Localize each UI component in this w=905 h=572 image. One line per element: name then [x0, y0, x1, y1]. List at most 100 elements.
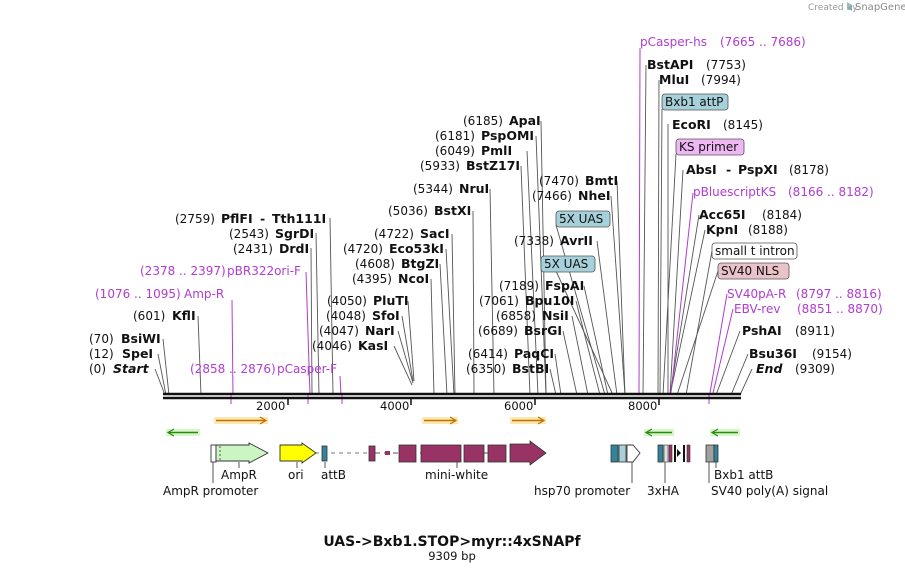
- orange-arrow-icon: [422, 416, 458, 425]
- site-name-spei: SpeI: [122, 346, 153, 361]
- site-pos-bstz17i: (5933): [420, 159, 460, 173]
- site-pos-apai: (6185): [463, 114, 503, 128]
- bxb1-attb-feature: [713, 444, 719, 463]
- site-name-sgrdi: SgrDI: [275, 226, 314, 241]
- primer-range-pcasper-f: (2858 .. 2876): [190, 362, 276, 376]
- mini-white-exon-5: [487, 444, 507, 463]
- site-pos-bstbi: (6350): [466, 362, 506, 376]
- site-pos-nhei: (7466): [532, 189, 572, 203]
- site-pos-sfoi: (4048): [326, 309, 366, 323]
- site-pos-spei: (12): [89, 347, 114, 361]
- bxb1-attp-feature: [657, 444, 664, 463]
- feature-label-hsp70-promoter: hsp70 promoter: [534, 484, 630, 498]
- site-name-nrui: NruI: [459, 181, 489, 196]
- primer-name-pcasper-hs: pCasper-hs: [640, 35, 707, 49]
- site-pos-kasi: (4046): [312, 339, 352, 353]
- ampr-promoter-feature: [210, 444, 217, 463]
- site-dash-pflfi: -: [260, 211, 265, 226]
- site-name-bpu10i: Bpu10I: [525, 293, 574, 308]
- site-pos-bsrgi: (6689): [478, 324, 518, 338]
- site-pos-sgrdi: (2543): [229, 227, 269, 241]
- site-pos-pflfi: (2759): [175, 212, 215, 226]
- primer-name-pbluescriptks: pBluescriptKS: [693, 185, 776, 199]
- feature-label-3xha: 3xHA: [647, 484, 680, 498]
- site-name-fspai: FspAI: [545, 278, 584, 293]
- site-name-acc65i: Acc65I: [699, 207, 746, 222]
- primer-name-pcasper-f: pCasper-F: [277, 362, 337, 376]
- site-pos-mlui: (7994): [701, 73, 741, 87]
- site-pos-ncoi: (4395): [352, 272, 392, 286]
- site-name-pluti: PluTI: [373, 293, 409, 308]
- primer-range-pcasper-hs: (7665 .. 7686): [720, 35, 806, 49]
- small-t-intron-box: [711, 242, 798, 260]
- uas-feature-2: [618, 444, 627, 463]
- ruler-tick-6000: 6000: [504, 399, 533, 413]
- site-name-end: End: [756, 361, 783, 376]
- site-name-bsiwi: BsiWI: [121, 331, 161, 346]
- mini-white-exon-4: [463, 444, 485, 463]
- mini-white-exon-2: [398, 444, 417, 463]
- uas-box-1: [555, 210, 611, 228]
- site-pos-pspxi: (8178): [789, 163, 829, 177]
- site-name-absi: AbsI: [686, 162, 717, 177]
- credit-brand: SnapGene: [855, 2, 905, 13]
- site-pos-bstapi: (7753): [706, 58, 746, 72]
- feature-label-ampr-promoter: AmpR promoter: [163, 484, 258, 498]
- sequence-backbone: [163, 392, 741, 405]
- site-pos-btgzi: (4608): [355, 257, 395, 271]
- site-name-avrii: AvrII: [560, 233, 593, 248]
- primer-range-pbluescriptks: (8166 .. 8182): [788, 185, 874, 199]
- site-name-bstapi: BstAPI: [647, 57, 693, 72]
- site-pos-bpu10i: (7061): [479, 294, 519, 308]
- ori-feature: [279, 442, 317, 464]
- primer-name-sv40pa-r: SV40pA-R: [727, 287, 786, 301]
- ruler-tick-2000: 2000: [256, 399, 285, 413]
- feature-label-ampr: AmpR: [221, 468, 257, 482]
- site-name-pmli: PmlI: [481, 143, 512, 158]
- site-pos-kfli: (601): [133, 309, 165, 323]
- site-pos-nsii: (6858): [496, 309, 536, 323]
- orange-arrow-icon: [214, 416, 268, 425]
- site-name-mlui: MluI: [659, 72, 689, 87]
- site-pos-acc65i: (8184): [762, 208, 802, 222]
- three-xha-feature: [668, 444, 673, 463]
- site-name-btgzi: BtgZI: [401, 256, 439, 271]
- site-pos-bsu36i: (9154): [812, 347, 852, 361]
- feature-label-sv40-polya: SV40 poly(A) signal: [711, 484, 828, 498]
- small-t-intron-label: small t intron: [715, 244, 795, 258]
- site-name-nhei: NheI: [578, 188, 611, 203]
- site-pos-end: (9309): [795, 362, 835, 376]
- site-name-kpni: KpnI: [706, 222, 738, 237]
- site-pos-bmti: (7470): [539, 174, 579, 188]
- site-pos-pluti: (4050): [327, 294, 367, 308]
- ruler-tick-4000: 4000: [380, 399, 409, 413]
- site-name-bstz17i: BstZ17I: [466, 158, 520, 173]
- site-name-bmti: BmtI: [585, 173, 618, 188]
- site-pos-eco53ki: (4720): [343, 242, 383, 256]
- feature-label-bxb1-attb: Bxb1 attB: [714, 468, 773, 482]
- site-pos-ecori: (8145): [723, 118, 763, 132]
- primer-name-pbr322ori-f: pBR322ori-F: [227, 264, 301, 278]
- site-pos-kpni: (8188): [748, 223, 788, 237]
- site-name-pflfi: PflFI: [221, 211, 253, 226]
- site-pos-paqci: (6414): [468, 347, 508, 361]
- site-pos-start: (0): [89, 362, 106, 376]
- feature-label-ori: ori: [288, 468, 304, 482]
- sv40-nls-box: [717, 262, 790, 280]
- site-name-paqci: PaqCI: [514, 346, 554, 361]
- site-pos-nari: (4047): [319, 324, 359, 338]
- site-pos-pshai: (8911): [795, 324, 835, 338]
- primer-arrows: [166, 416, 740, 437]
- green-arrow-icon: [710, 428, 740, 437]
- site-pos-drdi: (2431): [233, 242, 273, 256]
- primer-range-amp-r: (1076 .. 1095): [95, 287, 181, 301]
- primer-name-ebv-rev: EBV-rev: [734, 302, 780, 316]
- site-name-apai: ApaI: [509, 113, 541, 128]
- primer-range-pbr322ori-f: (2378 .. 2397): [140, 264, 226, 278]
- credit-prefix: Created by: [808, 3, 858, 13]
- bxb1-attp-box: [661, 93, 729, 111]
- site-name-eco53ki: Eco53kI: [389, 241, 444, 256]
- site-name-bsu36i: Bsu36I: [749, 346, 797, 361]
- site-name-saci: SacI: [420, 226, 450, 241]
- ks-primer-box: [675, 138, 745, 156]
